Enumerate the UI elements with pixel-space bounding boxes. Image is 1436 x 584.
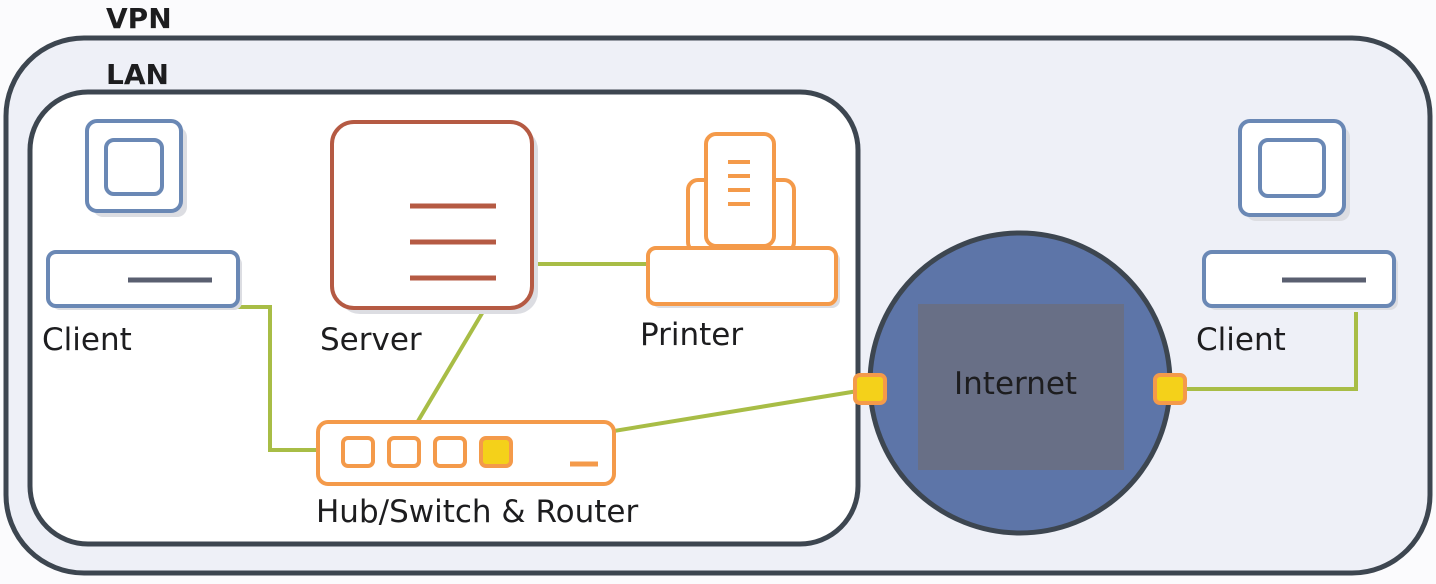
desktop-computer-icon [46, 119, 242, 310]
internet-label: Internet [954, 366, 1078, 402]
vpn-zone-label: VPN [106, 2, 172, 35]
cloud-network-icon [853, 230, 1187, 536]
printer-label: Printer [640, 317, 744, 353]
link-client-to-hub [236, 305, 360, 452]
internet-port-left [853, 373, 887, 405]
printer-icon [646, 132, 840, 308]
hub-label: Hub/Switch & Router [316, 494, 639, 530]
client-right-label: Client [1196, 322, 1286, 358]
link-internet-to-right-client [1170, 312, 1358, 391]
internet-port-right [1153, 373, 1187, 405]
network-switch-icon [316, 420, 616, 486]
server-label: Server [320, 322, 422, 358]
lan-zone-label: LAN [106, 58, 169, 91]
server-icon [330, 120, 538, 314]
lan-zone [27, 89, 861, 547]
desktop-computer-icon [1202, 119, 1398, 310]
client-left-label: Client [42, 322, 132, 358]
